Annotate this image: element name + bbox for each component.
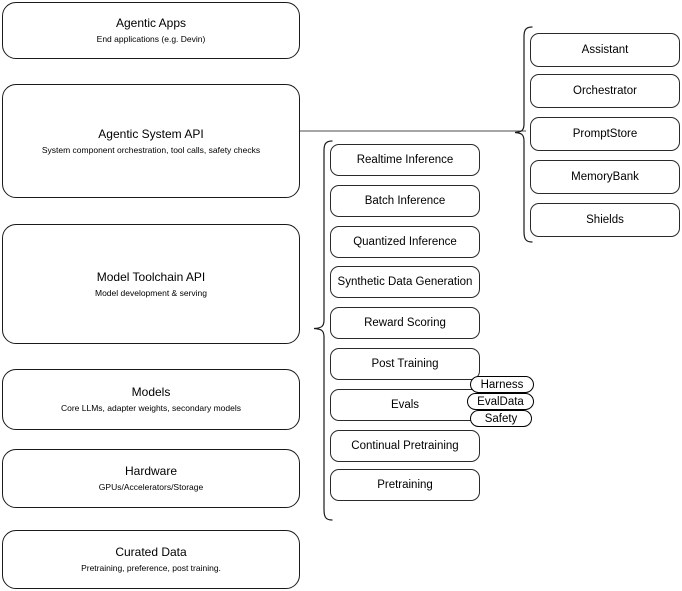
chip-label: Pretraining — [377, 479, 433, 491]
stack-subtitle: Pretraining, preference, post training. — [81, 563, 221, 573]
chip-label: MemoryBank — [571, 171, 639, 183]
chip-label: PromptStore — [572, 128, 638, 140]
system-chip-assistant[interactable]: Assistant — [530, 33, 680, 67]
chip-label: Reward Scoring — [364, 317, 446, 329]
toolchain-chip-synthetic-data-generation[interactable]: Synthetic Data Generation — [330, 266, 480, 298]
stack-title: Model Toolchain API — [96, 269, 206, 284]
stack-subtitle: Core LLMs, adapter weights, secondary mo… — [60, 403, 241, 413]
system-chip-shields[interactable]: Shields — [530, 203, 680, 237]
stack-box-hardware[interactable]: Hardware GPUs/Accelerators/Storage — [2, 449, 300, 508]
stack-subtitle: Model development & serving — [95, 287, 207, 298]
system-chip-promptstore[interactable]: PromptStore — [530, 117, 680, 151]
chip-label: Quantized Inference — [353, 236, 457, 248]
stack-title: Agentic System API — [98, 126, 204, 141]
stack-box-agentic-system-api[interactable]: Agentic System API System component orch… — [2, 84, 300, 198]
toolchain-chip-post-training[interactable]: Post Training — [330, 348, 480, 380]
chip-label: Evals — [390, 399, 420, 411]
system-chip-memorybank[interactable]: MemoryBank — [530, 160, 680, 194]
stack-box-model-toolchain-api[interactable]: Model Toolchain API Model development & … — [2, 224, 300, 344]
chip-label: Realtime Inference — [356, 154, 454, 166]
chip-label: Assistant — [581, 44, 629, 56]
chip-label: Batch Inference — [364, 195, 446, 207]
stack-box-models[interactable]: Models Core LLMs, adapter weights, secon… — [2, 369, 300, 430]
chip-label: Synthetic Data Generation — [337, 276, 473, 288]
toolchain-chip-evals[interactable]: Evals — [330, 389, 480, 421]
evals-pill-safety[interactable]: Safety — [470, 410, 532, 427]
toolchain-chip-batch-inference[interactable]: Batch Inference — [330, 185, 480, 217]
evals-pill-evaldata[interactable]: EvalData — [467, 393, 534, 410]
pill-label: Harness — [480, 378, 524, 391]
stack-title: Hardware — [124, 464, 178, 478]
toolchain-chip-realtime-inference[interactable]: Realtime Inference — [330, 144, 480, 176]
stack-subtitle: GPUs/Accelerators/Storage — [98, 482, 204, 492]
stack-title: Models — [131, 385, 171, 399]
pill-label: Safety — [484, 412, 518, 425]
evals-pill-harness[interactable]: Harness — [470, 376, 534, 393]
stack-subtitle: System component orchestration, tool cal… — [41, 144, 261, 155]
chip-label: Shields — [586, 214, 624, 226]
stack-title: Agentic Apps — [115, 16, 187, 30]
chip-label: Orchestrator — [573, 85, 637, 97]
stack-box-curated-data[interactable]: Curated Data Pretraining, preference, po… — [2, 530, 300, 589]
stack-box-agentic-apps[interactable]: Agentic Apps End applications (e.g. Devi… — [2, 2, 300, 59]
stack-title: Curated Data — [115, 545, 187, 559]
chip-label: Continual Pretraining — [351, 440, 459, 452]
toolchain-chip-reward-scoring[interactable]: Reward Scoring — [330, 307, 480, 339]
stack-subtitle: End applications (e.g. Devin) — [96, 34, 206, 44]
connector-system-api-line — [300, 125, 530, 137]
system-chip-orchestrator[interactable]: Orchestrator — [530, 74, 680, 108]
toolchain-chip-pretraining[interactable]: Pretraining — [330, 469, 480, 501]
toolchain-chip-continual-pretraining[interactable]: Continual Pretraining — [330, 430, 480, 462]
chip-label: Post Training — [371, 358, 439, 370]
toolchain-chip-quantized-inference[interactable]: Quantized Inference — [330, 226, 480, 258]
pill-label: EvalData — [477, 395, 524, 408]
